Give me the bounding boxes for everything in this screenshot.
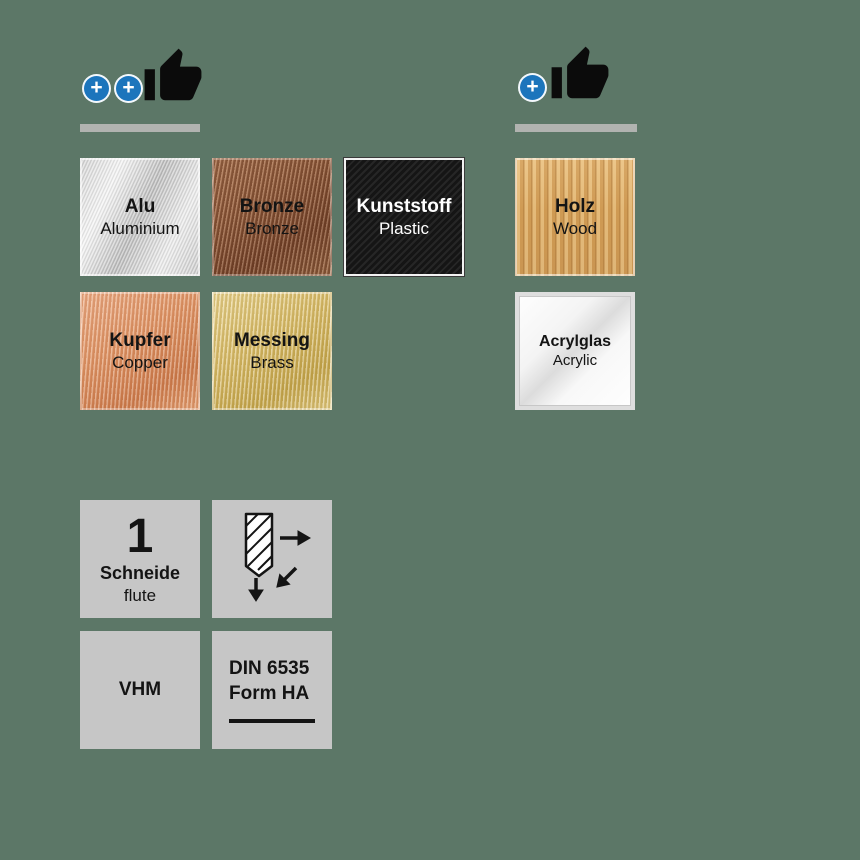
plus-icon: + bbox=[82, 74, 111, 103]
material-title: Kunststoff bbox=[356, 195, 452, 217]
thumbs-up-icon bbox=[142, 46, 204, 113]
shank-standard: DIN 6535 bbox=[229, 657, 310, 679]
rating-left-underline bbox=[80, 124, 200, 132]
material-tile-bronze: Bronze Bronze bbox=[212, 158, 332, 276]
plunge-drill-icon bbox=[224, 508, 320, 610]
plus-glyph: + bbox=[122, 76, 135, 99]
material-subtitle: Bronze bbox=[245, 219, 299, 239]
material-subtitle: Acrylic bbox=[552, 351, 598, 369]
spec-tile-shank: DIN 6535 Form HA bbox=[212, 631, 332, 749]
shank-spec-block: DIN 6535 Form HA bbox=[229, 657, 315, 724]
material-tile-kupfer: Kupfer Copper bbox=[80, 292, 200, 410]
plus-icon: + bbox=[114, 74, 143, 103]
material-tile-holz: Holz Wood bbox=[515, 158, 635, 276]
spec-tile-plunge bbox=[212, 500, 332, 618]
material-tile-messing: Messing Brass bbox=[212, 292, 332, 410]
material-title: Alu bbox=[124, 195, 156, 217]
spec-tile-flutes: 1 Schneide flute bbox=[80, 500, 200, 618]
flute-label-en: flute bbox=[123, 585, 157, 605]
material-subtitle: Brass bbox=[250, 353, 294, 373]
material-title: Holz bbox=[554, 195, 596, 217]
spec-tile-vhm: VHM bbox=[80, 631, 200, 749]
rating-right-underline bbox=[515, 124, 637, 132]
flute-label-de: Schneide bbox=[99, 563, 181, 584]
material-tile-alu: Alu Aluminium bbox=[80, 158, 200, 276]
material-title: Bronze bbox=[239, 195, 305, 217]
plus-icon: + bbox=[518, 73, 547, 102]
shank-form: Form HA bbox=[229, 682, 310, 704]
material-subtitle: Wood bbox=[552, 219, 598, 239]
material-subtitle: Aluminium bbox=[100, 219, 180, 239]
material-title: Kupfer bbox=[109, 329, 171, 351]
plus-glyph: + bbox=[526, 75, 539, 98]
material-code-label: VHM bbox=[118, 679, 162, 701]
material-tile-acrylglas: Acrylglas Acrylic bbox=[515, 292, 635, 410]
flute-count: 1 bbox=[126, 509, 154, 563]
material-subtitle: Plastic bbox=[378, 219, 430, 239]
material-tile-kunststoff: Kunststoff Plastic bbox=[344, 158, 464, 276]
thumbs-up-icon bbox=[549, 44, 611, 111]
shank-underline bbox=[229, 719, 315, 724]
material-title: Acrylglas bbox=[538, 332, 612, 350]
material-title: Messing bbox=[233, 329, 311, 351]
material-subtitle: Copper bbox=[112, 353, 168, 373]
plus-glyph: + bbox=[90, 76, 103, 99]
